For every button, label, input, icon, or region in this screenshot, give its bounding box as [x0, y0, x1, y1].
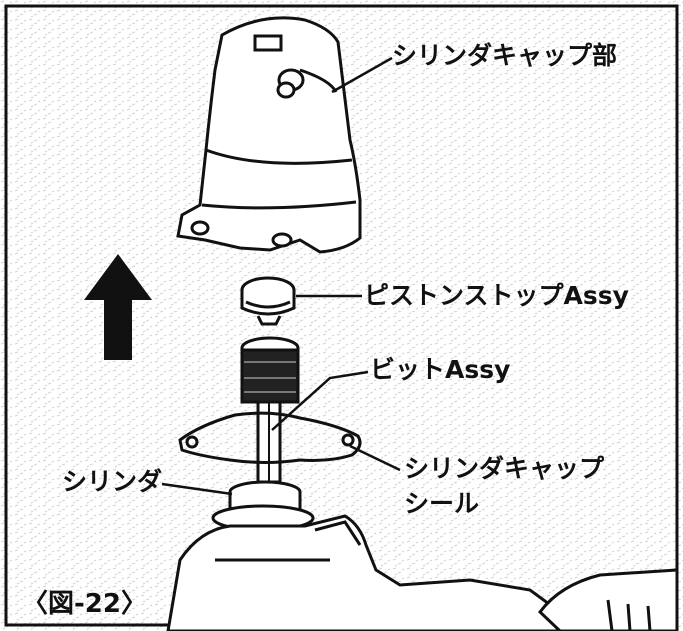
hand [538, 568, 679, 631]
piston-stopper-assy [240, 276, 296, 326]
cylinder-cap-seal [178, 411, 362, 464]
tool-body-housing [166, 514, 562, 631]
cylinder-cap-part [176, 16, 362, 254]
figure-caption: 〈図-22〉 [22, 589, 147, 619]
up-arrow-icon [84, 254, 152, 360]
label-piston-stopper: ピストンストップAssy [364, 281, 629, 310]
cylinder [211, 480, 315, 532]
label-cylinder-cap: シリンダキャップ部 [392, 41, 617, 70]
label-bit: ビットAssy [370, 355, 510, 384]
leader-lines [161, 56, 401, 496]
label-cap-seal-line1: シリンダキャップ [404, 454, 605, 483]
label-cylinder: シリンダ [62, 467, 162, 496]
label-cap-seal-line2: シール [404, 489, 479, 518]
